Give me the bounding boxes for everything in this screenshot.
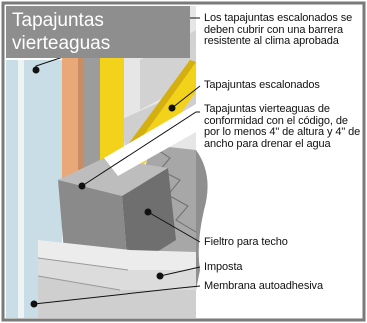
leader-membrane bbox=[33, 285, 201, 305]
label-step-flashing: Tapajuntas escalonados bbox=[204, 79, 320, 91]
roofing-felt-edge bbox=[196, 150, 208, 290]
title-line-2: vierteaguas bbox=[12, 33, 111, 54]
label-weather-barrier-note: Los tapajuntas escalonados se deben cubr… bbox=[204, 12, 353, 47]
sill-board bbox=[38, 240, 196, 270]
lower-shingle-1 bbox=[38, 258, 196, 290]
lower-shingle-2 bbox=[38, 276, 196, 318]
label-sill: Imposta bbox=[204, 261, 243, 273]
leader-kickout bbox=[81, 111, 200, 187]
label-kickout-flashing: Tapajuntas vierteaguas de conformidad co… bbox=[204, 103, 361, 150]
kickout-flashing-top bbox=[58, 158, 168, 196]
step-flashing-edge bbox=[124, 60, 196, 154]
leader-felt bbox=[147, 211, 201, 243]
sill-edge bbox=[37, 257, 129, 271]
roofing-felt-zigzag bbox=[149, 144, 197, 233]
label-roofing-felt: Fieltro para techo bbox=[204, 236, 288, 248]
label-membrane: Membrana autoadhesiva bbox=[204, 280, 323, 292]
diagram-title: Tapajuntas vierteaguas bbox=[6, 6, 190, 58]
kickout-diverter bbox=[104, 104, 196, 176]
sheathing-strip bbox=[18, 60, 24, 318]
kickout-flashing-side bbox=[122, 168, 176, 270]
leader-step bbox=[171, 85, 201, 109]
shingle-edge bbox=[37, 275, 121, 291]
title-line-1: Tapajuntas bbox=[12, 10, 104, 31]
leader-sill bbox=[159, 266, 201, 277]
